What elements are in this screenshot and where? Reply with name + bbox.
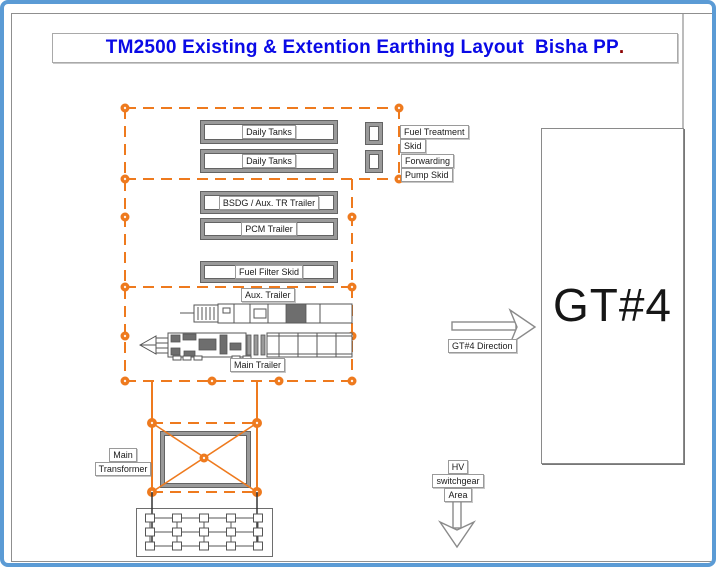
fuel-filter-skid-box: Fuel Filter Skid: [201, 262, 337, 282]
drawing-inner-frame: [11, 13, 712, 562]
fuel-treatment-skid-label: Fuel Treatment Skid: [400, 125, 469, 153]
fuel-treatment-skid-box: [366, 123, 382, 144]
gt4-area-label: GT#4: [552, 279, 673, 331]
hv-switchgear-label: HV switchgear Area: [431, 460, 485, 502]
daily-tanks-box-2: Daily Tanks: [201, 150, 337, 172]
forwarding-pump-skid-line1: Forwarding: [401, 154, 455, 168]
page-title: TM2500 Existing & Extention Earthing Lay…: [105, 37, 619, 58]
main-transformer-line1: Main: [109, 448, 137, 462]
daily-tanks-label-2: Daily Tanks: [242, 154, 296, 168]
gt4-area-box: [541, 128, 684, 464]
hv-switchgear-line1: HV: [447, 460, 469, 474]
hv-switchgear-line3: Area: [444, 488, 472, 502]
main-transformer-label: Main Transformer: [94, 448, 152, 476]
hv-switchgear-line2: switchgear: [432, 474, 484, 488]
fuel-treatment-skid-line1: Fuel Treatment: [400, 125, 469, 139]
title-box: TM2500 Existing & Extention Earthing Lay…: [52, 33, 678, 63]
forwarding-pump-skid-line2: Pump Skid: [401, 168, 453, 182]
forwarding-pump-skid-box: [366, 151, 382, 172]
pcm-trailer-label: PCM Trailer: [241, 222, 297, 236]
forwarding-pump-skid-label: Forwarding Pump Skid: [401, 154, 455, 182]
bsdg-aux-tr-trailer-box: BSDG / Aux. TR Trailer: [201, 192, 337, 213]
pcm-trailer-box: PCM Trailer: [201, 219, 337, 239]
aux-trailer-label: Aux. Trailer: [241, 288, 295, 302]
daily-tanks-label-1: Daily Tanks: [242, 125, 296, 139]
daily-tanks-box-1: Daily Tanks: [201, 121, 337, 143]
gt4-direction-label: GT#4 Direction: [448, 339, 517, 353]
bsdg-aux-tr-trailer-label: BSDG / Aux. TR Trailer: [218, 195, 320, 210]
main-trailer-label: Main Trailer: [230, 358, 286, 372]
fuel-filter-skid-label: Fuel Filter Skid: [234, 265, 304, 279]
main-transformer-line2: Transformer: [94, 462, 152, 476]
page-title-period: .: [618, 37, 625, 58]
hv-switchgear-grid-box: [136, 508, 273, 557]
fuel-treatment-skid-line2: Skid: [400, 139, 426, 153]
main-transformer-box: [161, 432, 250, 487]
